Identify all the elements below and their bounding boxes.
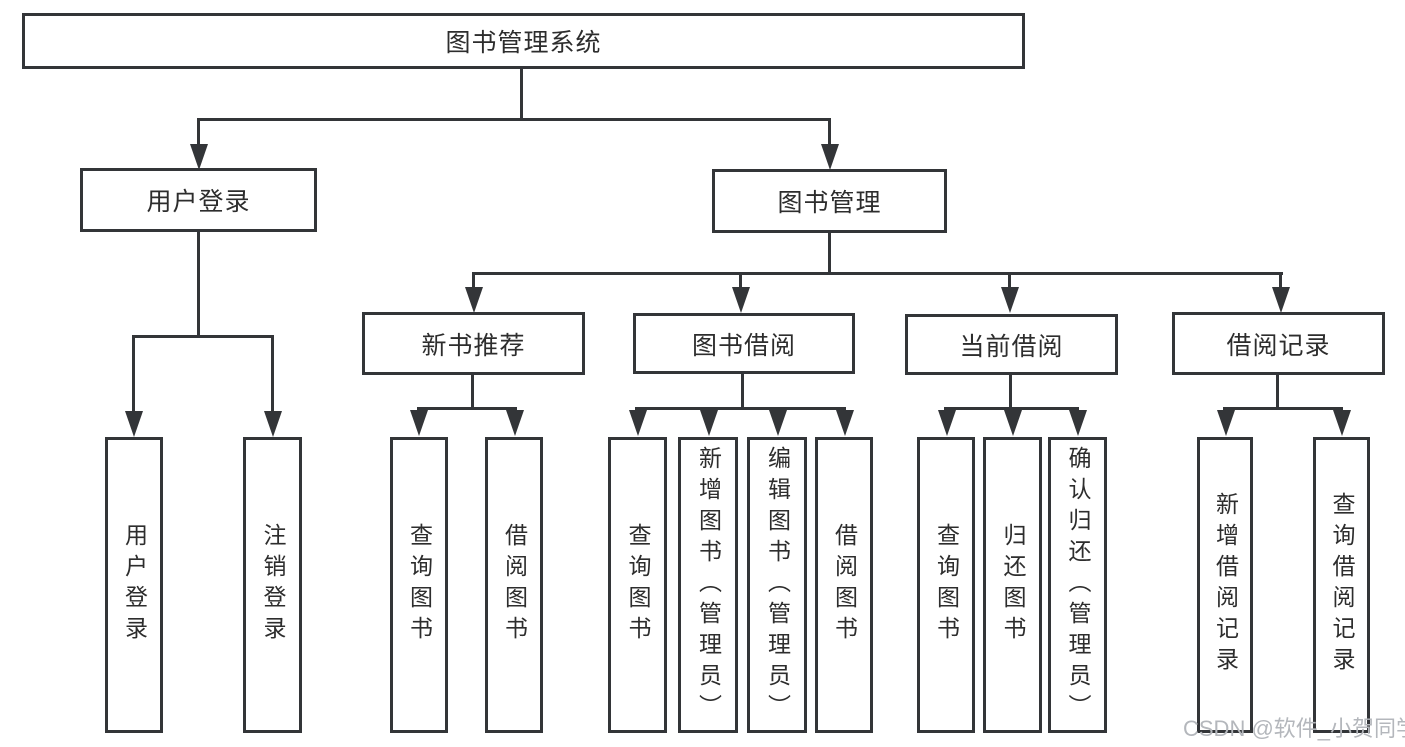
leaf-label: 新增借阅记录 <box>1212 492 1239 678</box>
line-segment <box>741 374 744 410</box>
node-book-management: 图书管理 <box>712 169 947 233</box>
leaf-logout: 注销登录 <box>243 437 302 733</box>
arrow-down-icon <box>732 287 750 313</box>
leaf-add-borrow-record: 新增借阅记录 <box>1197 437 1253 733</box>
arrow-down-icon <box>1069 410 1087 436</box>
leaf-query-books-borrowing: 查询图书 <box>608 437 667 733</box>
arrow-down-icon <box>465 287 483 313</box>
arrow-down-icon <box>125 411 143 437</box>
line-segment <box>1276 375 1279 410</box>
line-segment <box>271 338 274 413</box>
leaf-label: 查询借阅记录 <box>1329 492 1355 678</box>
line-segment <box>1223 407 1343 410</box>
arrow-down-icon <box>264 411 282 437</box>
leaf-label: 查询图书 <box>406 523 433 647</box>
arrow-down-icon <box>1217 410 1235 436</box>
line-segment <box>520 69 523 121</box>
arrow-down-icon <box>836 410 854 436</box>
arrow-down-icon <box>629 410 647 436</box>
line-segment <box>635 407 846 410</box>
line-segment <box>197 232 200 338</box>
leaf-label: 新增图书（管理员） <box>695 445 722 725</box>
leaf-label: 注销登录 <box>260 523 286 647</box>
leaf-query-borrow-record: 查询借阅记录 <box>1313 437 1370 733</box>
leaf-label: 查询图书 <box>933 523 960 647</box>
leaf-borrow-books-recommend: 借阅图书 <box>485 437 543 733</box>
leaf-confirm-return-admin: 确认归还（管理员） <box>1048 437 1107 733</box>
node-borrow-records: 借阅记录 <box>1172 312 1385 375</box>
node-library-management-system: 图书管理系统 <box>22 13 1025 69</box>
line-segment <box>944 407 1079 410</box>
node-new-book-recommend: 新书推荐 <box>362 312 585 375</box>
line-segment <box>132 338 135 413</box>
line-segment <box>828 233 831 275</box>
leaf-query-books-recommend: 查询图书 <box>390 437 448 733</box>
leaf-user-login: 用户登录 <box>105 437 163 733</box>
arrow-down-icon <box>938 410 956 436</box>
leaf-label: 用户登录 <box>121 523 148 647</box>
arrow-down-icon <box>1001 287 1019 313</box>
arrow-down-icon <box>1333 410 1351 436</box>
leaf-label: 借阅图书 <box>831 523 858 647</box>
line-segment <box>828 121 831 148</box>
line-segment <box>472 275 475 289</box>
leaf-label: 归还图书 <box>1000 523 1026 647</box>
node-user-login: 用户登录 <box>80 168 317 232</box>
line-segment <box>197 121 200 148</box>
arrow-down-icon <box>769 410 787 436</box>
line-segment <box>197 118 831 121</box>
leaf-label: 编辑图书（管理员） <box>764 445 791 725</box>
leaf-borrow-books-borrowing: 借阅图书 <box>815 437 873 733</box>
line-segment <box>1279 275 1282 289</box>
line-segment <box>417 407 517 410</box>
line-segment <box>1008 275 1011 289</box>
leaf-label: 确认归还（管理员） <box>1065 445 1091 725</box>
line-segment <box>471 375 474 410</box>
csdn-watermark: CSDN @软件_小贺同学 <box>1183 716 1405 741</box>
leaf-label: 借阅图书 <box>501 523 528 647</box>
line-segment <box>739 275 742 289</box>
arrow-down-icon <box>1272 287 1290 313</box>
arrow-down-icon <box>821 144 839 170</box>
arrow-down-icon <box>410 410 428 436</box>
arrow-down-icon <box>1004 410 1022 436</box>
leaf-edit-books-admin: 编辑图书（管理员） <box>747 437 807 733</box>
node-current-borrowing: 当前借阅 <box>905 314 1118 375</box>
leaf-add-books-admin: 新增图书（管理员） <box>678 437 738 733</box>
leaf-query-books-current: 查询图书 <box>917 437 975 733</box>
arrow-down-icon <box>190 144 208 170</box>
arrow-down-icon <box>506 410 524 436</box>
line-segment <box>132 335 274 338</box>
leaf-label: 查询图书 <box>625 523 651 647</box>
line-segment <box>1009 375 1012 410</box>
line-segment <box>472 272 1283 275</box>
node-book-borrowing: 图书借阅 <box>633 313 855 374</box>
arrow-down-icon <box>700 410 718 436</box>
leaf-return-books: 归还图书 <box>983 437 1042 733</box>
